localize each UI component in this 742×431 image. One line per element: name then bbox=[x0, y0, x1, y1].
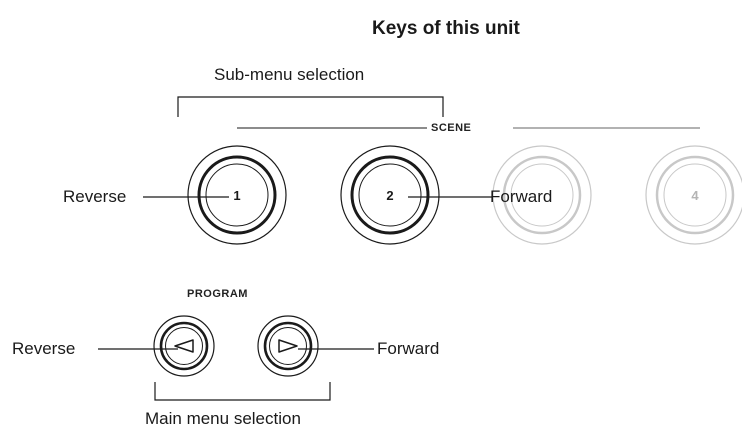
diagram-title: Keys of this unit bbox=[372, 18, 520, 39]
scene-reverse-label: Reverse bbox=[63, 187, 127, 206]
program-key-forward[interactable] bbox=[257, 315, 319, 377]
program-forward-label: Forward bbox=[377, 339, 440, 358]
main-menu-bracket bbox=[154, 382, 331, 401]
scene-key-3[interactable] bbox=[492, 145, 592, 245]
scene-key-1-label: 1 bbox=[233, 188, 241, 203]
scene-key-1[interactable] bbox=[187, 145, 287, 245]
main-menu-label: Main menu selection bbox=[145, 409, 301, 428]
program-key-reverse[interactable] bbox=[153, 315, 215, 377]
scene-key-2-label: 2 bbox=[386, 188, 394, 203]
sub-menu-label: Sub-menu selection bbox=[214, 65, 365, 84]
scene-key-4-label: 4 bbox=[691, 188, 699, 203]
triangle-right-icon bbox=[278, 339, 298, 353]
program-label: PROGRAM bbox=[187, 288, 248, 300]
scene-key-4[interactable] bbox=[645, 145, 742, 245]
scene-label: SCENE bbox=[431, 122, 472, 134]
scene-forward-label: Forward bbox=[490, 187, 553, 206]
scene-key-2[interactable] bbox=[340, 145, 440, 245]
program-reverse-label: Reverse bbox=[12, 339, 76, 358]
sub-menu-bracket bbox=[177, 96, 444, 117]
triangle-left-icon bbox=[174, 339, 194, 353]
